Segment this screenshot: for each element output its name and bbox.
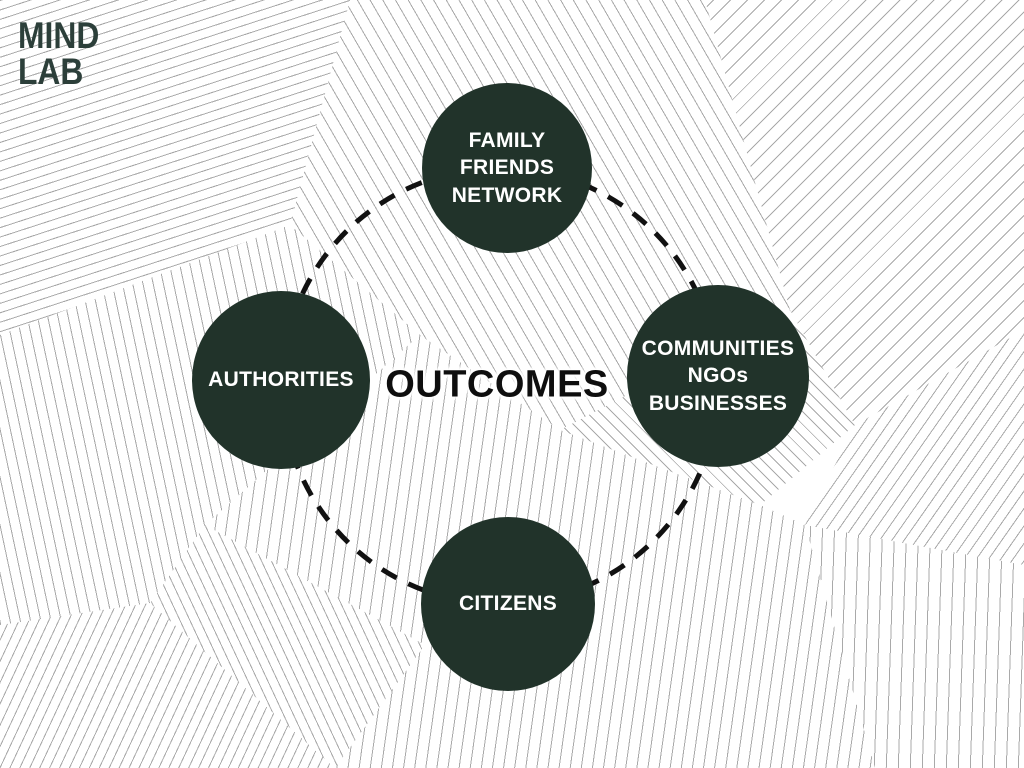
node-label-line: FAMILY xyxy=(468,129,546,153)
node-label-line: AUTHORITIES xyxy=(208,368,354,392)
node-authorities: AUTHORITIES xyxy=(192,291,370,469)
node-label-line: NETWORK xyxy=(451,183,563,207)
node-family-friends-network: FAMILY FRIENDS NETWORK xyxy=(422,83,592,253)
node-citizens: CITIZENS xyxy=(421,517,595,691)
node-label-line: NGOs xyxy=(687,364,749,388)
logo-line-1: MIND xyxy=(18,15,100,56)
mindlab-logo: MIND LAB xyxy=(18,15,100,92)
node-label-line: FRIENDS xyxy=(459,156,555,180)
node-label-line: BUSINESSES xyxy=(648,391,788,415)
node-label-line: CITIZENS xyxy=(458,592,558,616)
outcomes-label: OUTCOMES xyxy=(385,363,609,406)
logo-line-2: LAB xyxy=(18,50,84,92)
node-label-line: COMMUNITIES xyxy=(641,337,795,361)
node-communities-ngos-businesses: COMMUNITIES NGOs BUSINESSES xyxy=(627,285,809,467)
